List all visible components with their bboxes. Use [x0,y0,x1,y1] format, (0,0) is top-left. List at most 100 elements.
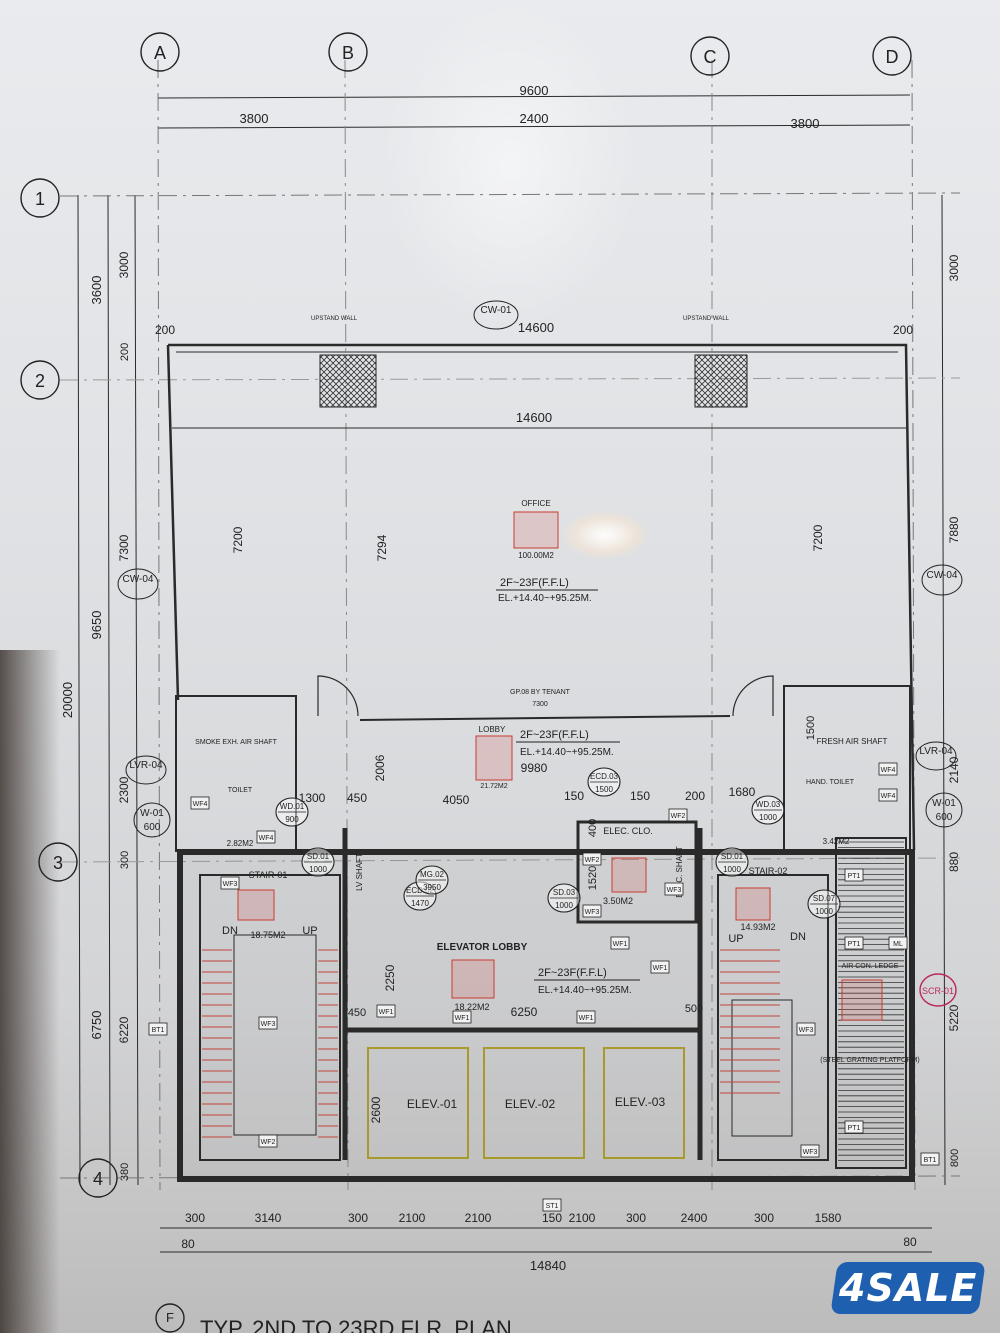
svg-text:WF4: WF4 [193,801,208,808]
svg-text:A: A [154,43,166,63]
finish-tag: BT1 [920,1152,940,1166]
finish-tag: WF2 [668,808,688,822]
dim-row3-4: 150 [564,789,584,803]
stair02-up: UP [728,933,743,945]
finish-tag: WF1 [576,1010,596,1024]
dim-right-1: 3000 [947,254,961,281]
stair02-name: STAIR-02 [749,866,788,876]
finish-tag: WF3 [258,1016,278,1030]
elec-clo-name: ELEC. CLO. [603,826,653,836]
svg-text:W-01: W-01 [932,798,956,809]
svg-text:MG.02: MG.02 [420,870,445,879]
svg-text:ML: ML [893,941,903,948]
dim-right-5: 5220 [947,1004,961,1031]
dim-top-seg-2: 2400 [520,111,549,126]
svg-text:EL.+14.40~+95.25M.: EL.+14.40~+95.25M. [538,985,632,996]
svg-text:WF1: WF1 [379,1009,394,1016]
elev-lobby-name: ELEVATOR LOBBY [437,942,528,953]
ac-ledge-room-tag [841,979,883,1021]
dim-left-inner-2: 200 [119,343,131,361]
finish-tag: WF3 [220,876,240,890]
dim-right-2: 7880 [947,516,961,543]
finish-tag: WF2 [258,1134,278,1148]
grid-bubble-c: C [690,36,730,76]
dim-span-mid: 14600 [516,410,552,425]
dim-shaft-v-1: 400 [587,819,599,837]
svg-text:ECD.02: ECD.02 [406,886,435,895]
dim-height-right: 7200 [811,524,825,551]
grid-bubble-a: A [140,32,180,72]
svg-text:C: C [704,47,717,67]
grid-bubble-2: 2 [20,360,60,400]
upstand-label-right: UPSTAND WALL [683,316,730,322]
svg-text:1000: 1000 [555,901,573,910]
dim-right-3: 2140 [947,756,961,783]
elec-clo-area: 3.50M2 [603,896,633,906]
gp-note-num: 7300 [532,701,548,708]
svg-text:WF2: WF2 [671,813,686,820]
finish-tag: WF3 [800,1144,820,1158]
svg-text:LVR-04: LVR-04 [129,760,163,771]
upstand-label-left: UPSTAND WALL [311,316,358,322]
finish-tag: WF4 [878,762,898,776]
grid-bubble-b: B [328,32,368,72]
stair01-up: UP [302,925,317,937]
svg-text:LVR-04: LVR-04 [919,746,953,757]
dim-bottom-edge-right: 80 [903,1235,917,1249]
stair02-area: 14.93M2 [740,922,775,932]
dim-left-outer: 20000 [60,682,75,718]
dim-top-seg-1: 3800 [240,111,269,126]
svg-text:2F~23F(F.F.L): 2F~23F(F.F.L) [500,577,569,589]
dim-bottom-seg: 3140 [255,1211,282,1225]
dim-left-inner-3: 7300 [117,534,131,561]
svg-text:EL.+14.40~+95.25M.: EL.+14.40~+95.25M. [498,593,592,604]
tag-screen: SCR-01 [919,973,957,1007]
svg-text:ECD.03: ECD.03 [590,772,619,781]
dim-bottom-seg: 300 [185,1211,205,1225]
dim-height-left: 7200 [231,526,245,553]
dim-left-inner-4: 2300 [117,776,131,803]
svg-text:2: 2 [35,371,45,391]
dim-edge-left: 200 [155,323,175,337]
svg-text:W-01: W-01 [140,808,164,819]
svg-text:WF3: WF3 [667,887,682,894]
svg-text:1000: 1000 [759,813,777,822]
toilet-left-name: TOILET [228,787,253,794]
lv-shaft-name: LV SHAFT [355,853,364,891]
tag-cw04-right: CW-04 [921,564,963,596]
dim-top-seg-3: 3800 [791,116,820,131]
hand-shadow [0,650,60,1333]
office-room-tag [513,511,559,549]
elev-lobby-room-tag [451,959,495,999]
svg-text:1000: 1000 [723,865,741,874]
finish-tag: PT1 [844,936,864,950]
office-name: OFFICE [521,499,550,508]
finish-tag: WF4 [256,830,276,844]
svg-text:SD.01: SD.01 [307,852,330,861]
svg-text:WF3: WF3 [223,881,238,888]
stair01-room-tag [237,889,275,921]
ffl-lobby: 2F~23F(F.F.L)EL.+14.40~+95.25M. [516,729,620,758]
finish-tag: WF3 [582,904,602,918]
svg-text:BT1: BT1 [924,1157,937,1164]
toilet-left-area: 2.82M2 [227,839,254,848]
finish-tag: BT1 [148,1022,168,1036]
svg-text:WF1: WF1 [579,1015,594,1022]
svg-text:WF2: WF2 [261,1139,276,1146]
dim-row3-3: 4050 [443,793,470,807]
finish-tag: WF2 [582,852,602,866]
fresh-air-name: FRESH AIR SHAFT [817,737,888,746]
dim-bottom-seg: 150 [542,1211,562,1225]
ffl-office: 2F~23F(F.F.L) EL.+14.40~+95.25M. [496,577,598,604]
ac-ledge-name: AIR CON. LEDGE [842,963,899,970]
finish-tag: WF3 [664,882,684,896]
stair02-dn: DN [790,931,806,943]
svg-text:1470: 1470 [411,899,429,908]
svg-text:WD.01: WD.01 [280,802,305,811]
